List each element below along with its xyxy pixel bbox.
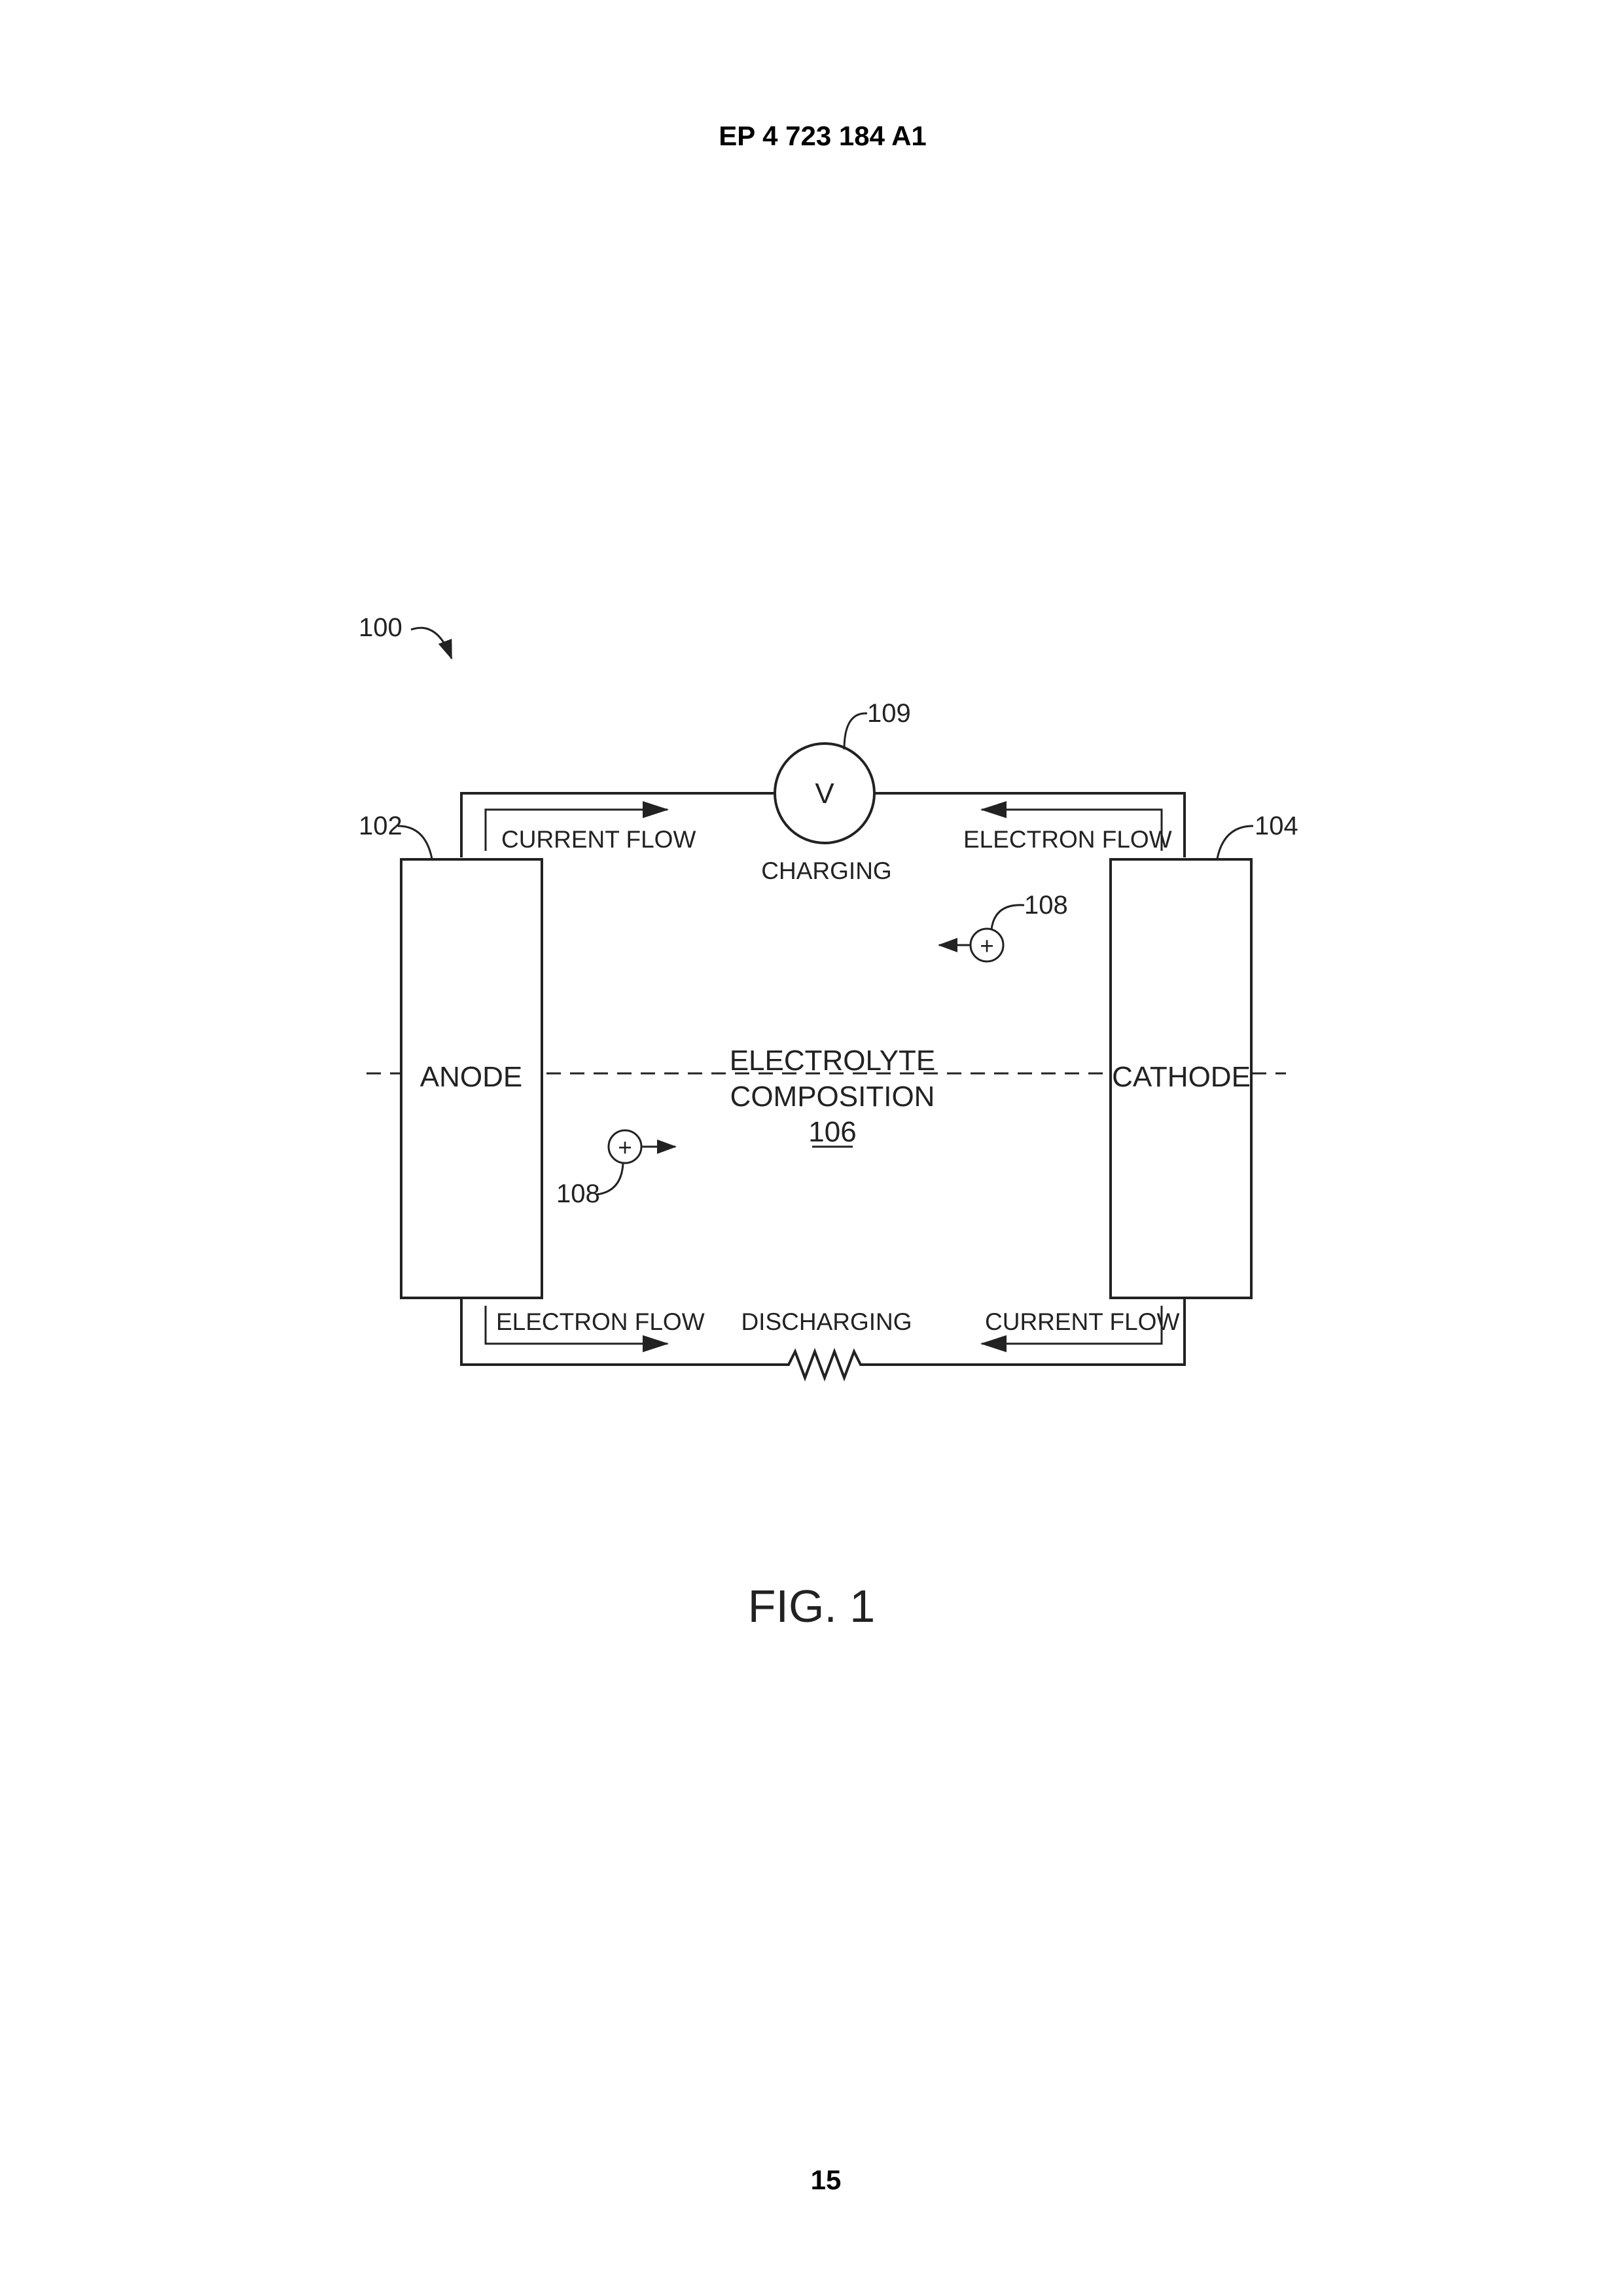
ref-108-lower-label: 108 [556,1179,600,1208]
ref-104-label: 104 [1255,812,1298,840]
ion-lower-symbol: + [618,1134,632,1161]
electrolyte-label-line2: COMPOSITION [730,1081,935,1113]
publication-number: EP 4 723 184 A1 [719,120,927,151]
charging-current-flow-label: CURRENT FLOW [501,826,696,853]
ref-109-leader [844,713,867,749]
figure-caption: FIG. 1 [748,1581,875,1632]
ref-108-lower-leader [597,1163,623,1194]
electrolyte-label-line1: ELECTROLYTE [730,1045,936,1077]
voltmeter-symbol: V [815,778,834,810]
ref-108-upper-label: 108 [1024,891,1068,920]
electrolyte-ref-106: 106 [808,1116,856,1148]
ion-upper-symbol: + [980,933,994,960]
page-number: 15 [811,2164,842,2195]
charging-electron-flow-label: ELECTRON FLOW [963,826,1172,853]
ref-108-upper-leader [991,905,1024,929]
cathode-label: CATHODE [1112,1061,1251,1093]
anode-label: ANODE [420,1061,522,1093]
ref-100-leader-arrow [411,628,452,658]
ref-100-label: 100 [359,613,402,642]
discharging-label: DISCHARGING [741,1308,912,1335]
ref-102-label: 102 [359,812,402,840]
ref-104-leader [1217,826,1253,859]
discharging-electron-flow-label: ELECTRON FLOW [496,1308,705,1335]
ref-109-label: 109 [867,699,911,728]
ref-102-leader [398,826,432,859]
charging-label: CHARGING [761,857,891,884]
discharging-current-flow-label: CURRENT FLOW [985,1308,1179,1335]
